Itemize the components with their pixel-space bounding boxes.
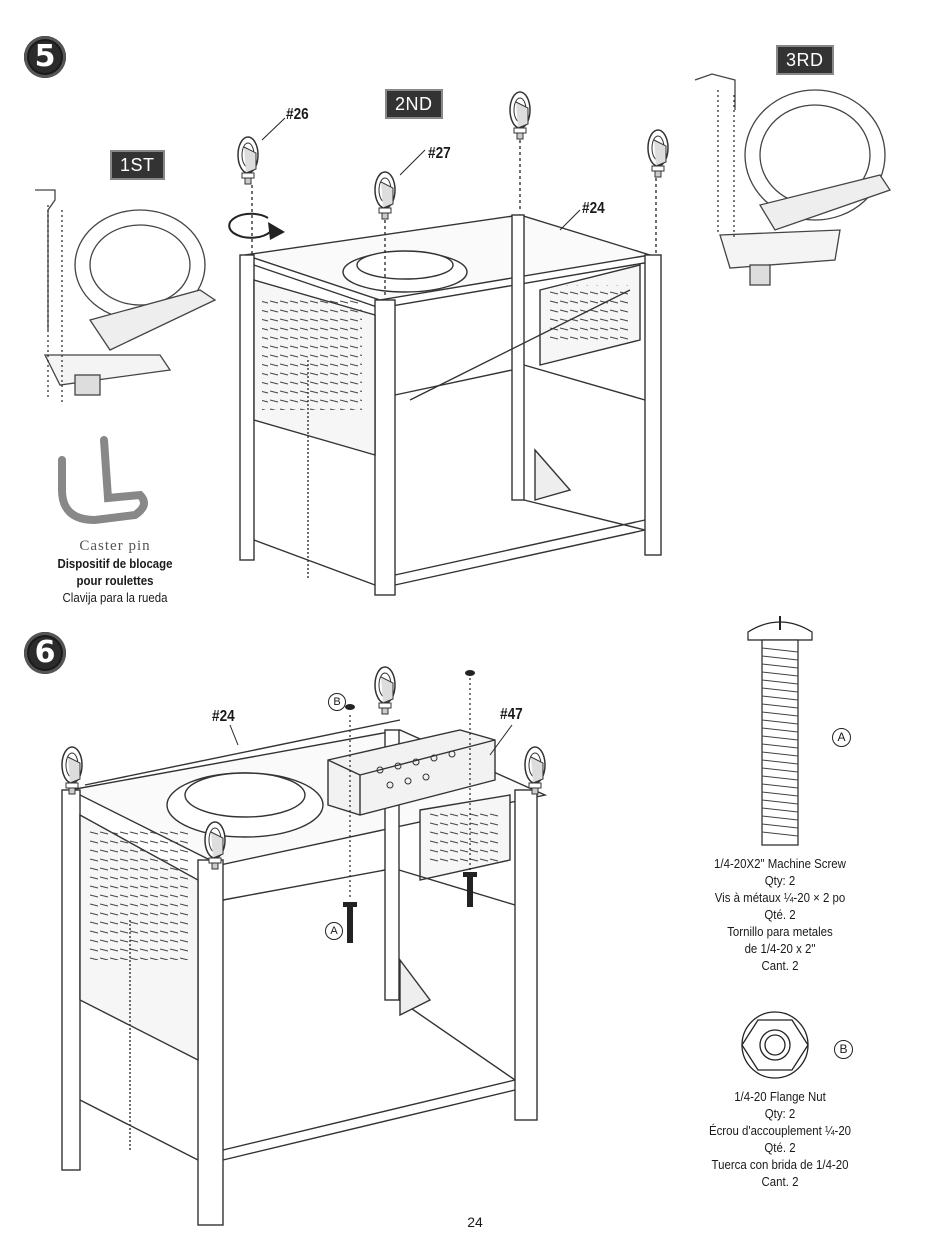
part-label-47: #47 <box>500 706 523 723</box>
step-5-badge: 5 <box>24 36 66 78</box>
caster-s6-back-left <box>374 666 396 715</box>
caster-back-right <box>647 129 669 178</box>
screw-en: 1/4-20X2" Machine Screw <box>714 856 846 871</box>
step6-cart-frame <box>61 719 548 1226</box>
caster-pin-en: Caster pin <box>79 538 151 554</box>
machine-screw-illustration <box>747 616 813 846</box>
screw-qty-fr: Qté. 2 <box>764 907 796 922</box>
callout-b: B <box>328 693 346 711</box>
nut-es: Tuerca con brida de 1/4-20 <box>711 1157 849 1172</box>
nut-qty-fr: Qté. 2 <box>764 1140 796 1155</box>
caster-pin-icon <box>58 436 148 525</box>
detail-3rd-caster <box>719 89 892 286</box>
caster-s6-front-left <box>61 746 83 795</box>
page-number: 24 <box>467 1214 483 1230</box>
screw-fr: Vis à métaux ¼-20 × 2 po <box>714 890 846 905</box>
order-tag-1st: 1ST <box>110 150 165 180</box>
caster-pin-fr-2: pour roulettes <box>76 573 154 588</box>
part-label-26: #26 <box>286 106 309 123</box>
caster-26 <box>237 136 259 185</box>
part-label-24-step6: #24 <box>212 708 235 725</box>
caster-pin-fr-1: Dispositif de blocage <box>57 556 173 571</box>
caster-pin-es: Clavija para la rueda <box>62 590 168 605</box>
caster-pin-caption: Caster pin Dispositif de blocage pour ro… <box>30 538 200 606</box>
nut-qty-en: Qty: 2 <box>764 1106 796 1121</box>
nut-marker: B <box>834 1040 853 1059</box>
step5-cart-frame <box>239 214 662 596</box>
nut-en: 1/4-20 Flange Nut <box>734 1089 826 1104</box>
screw-qty-en: Qty: 2 <box>764 873 796 888</box>
part-label-24: #24 <box>582 200 605 217</box>
rotate-arrow-icon <box>228 212 271 239</box>
caster-27 <box>374 171 396 220</box>
screw-es-1: Tornillo para metales <box>727 924 833 939</box>
screw-marker: A <box>832 728 851 747</box>
detail-1st-caster <box>35 189 217 396</box>
order-tag-2nd: 2ND <box>385 89 443 119</box>
screw-es-2: de 1/4-20 x 2" <box>744 941 816 956</box>
part-label-27: #27 <box>428 145 451 162</box>
caster-back-left <box>509 91 531 140</box>
step-6-badge: 6 <box>24 632 66 674</box>
nut-caption: 1/4-20 Flange Nut Qty: 2 Écrou d'accoupl… <box>680 1088 880 1190</box>
nut-qty-es: Cant. 2 <box>761 1174 799 1189</box>
nut-fr: Écrou d'accouplement ¼-20 <box>708 1123 852 1138</box>
screw-caption: 1/4-20X2" Machine Screw Qty: 2 Vis à mét… <box>680 855 880 974</box>
screw-qty-es: Cant. 2 <box>761 958 799 973</box>
order-tag-3rd: 3RD <box>776 45 834 75</box>
flange-nut-illustration <box>741 1011 809 1079</box>
callout-a: A <box>325 922 343 940</box>
